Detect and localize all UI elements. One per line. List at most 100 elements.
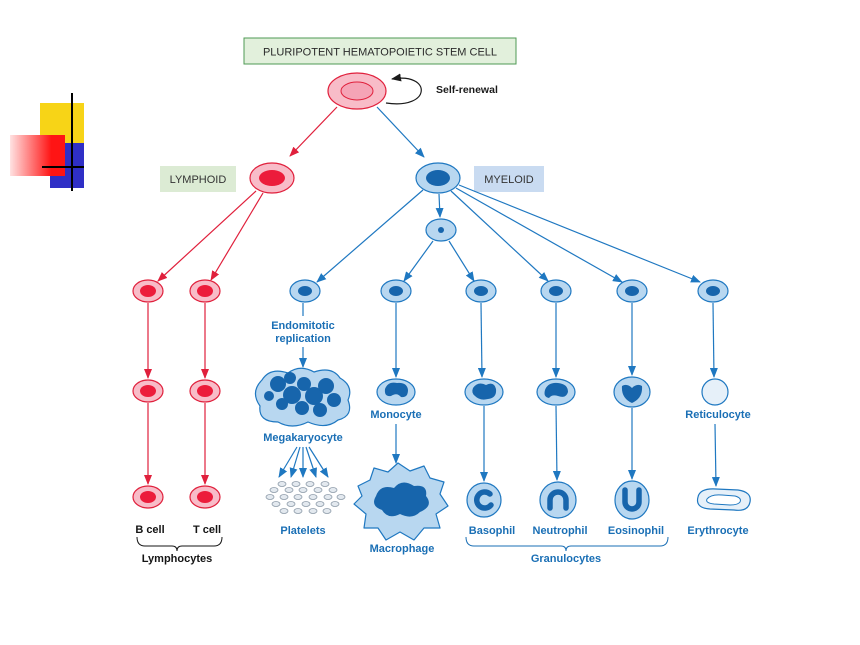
- eosinophil-label: Eosinophil: [608, 525, 664, 537]
- cell-nucleus: [298, 286, 312, 296]
- platelet: [328, 487, 338, 493]
- platelet: [291, 481, 301, 487]
- cell-nucleus: [197, 491, 213, 503]
- cell-nucleus: [472, 383, 497, 400]
- erythroid-precursor: [697, 279, 729, 303]
- eosinophil: [614, 480, 650, 520]
- reticulocyte: [701, 378, 729, 406]
- neutrophil-label: Neutrophil: [533, 525, 588, 537]
- nucleus-lobe: [283, 386, 301, 404]
- macrophage-nucleus: [374, 482, 429, 517]
- megakaryocyte-nucleus: [264, 372, 341, 417]
- arrow-platelet-1: [278, 446, 298, 478]
- basophil-label: Basophil: [469, 525, 515, 537]
- stem-cell: [327, 72, 387, 110]
- cell-body: [614, 480, 650, 520]
- platelet: [323, 494, 333, 500]
- lymphoid-label: LYMPHOID: [170, 174, 227, 186]
- nucleus-lobe: [313, 403, 327, 417]
- basophil-precursor: [465, 279, 497, 303]
- macrophage: [353, 462, 449, 541]
- t-cell-precursor-2: [189, 379, 221, 403]
- platelet: [322, 508, 332, 514]
- myeloid-box: [474, 166, 544, 192]
- cell-nucleus: [197, 285, 213, 297]
- platelet: [313, 487, 323, 493]
- cell-nucleus: [621, 384, 643, 403]
- arrow-platelet-4: [305, 446, 317, 478]
- lymphoid-label-box: LYMPHOID: [160, 166, 236, 192]
- erythrocyte-inner: [706, 494, 741, 506]
- cell-body: [539, 481, 577, 519]
- b-cell-precursor-2: [132, 379, 164, 403]
- cell-nucleus: [706, 286, 720, 296]
- nucleus-lobe: [295, 401, 309, 415]
- basophil-myelocyte: [464, 378, 504, 406]
- neutrophil-myelocyte: [536, 378, 576, 406]
- platelet: [277, 481, 287, 487]
- platelet: [286, 501, 296, 507]
- nucleus-lobe: [318, 378, 334, 394]
- lymphoid-box: [160, 166, 236, 192]
- slide-corner-decoration: [10, 93, 84, 191]
- arrow-to-basophil-myelocyte: [477, 302, 486, 378]
- t-cell: [189, 485, 221, 509]
- arrow-myeloid-to-intermediate: [435, 193, 444, 218]
- arrow-myeloid-to-megakaryoblast: [316, 189, 424, 283]
- endomitotic-label-line2: replication: [275, 333, 331, 345]
- platelet: [301, 501, 311, 507]
- nucleus-lobe: [297, 377, 311, 391]
- cell-nucleus: [625, 286, 639, 296]
- b-cell: [132, 485, 164, 509]
- cell-body: [466, 482, 502, 518]
- arrow-myeloid-to-neutrophil-precursor: [450, 190, 549, 282]
- arrow-lymphoid-to-b-cell: [157, 190, 257, 282]
- platelet: [269, 487, 279, 493]
- cell-nucleus: [426, 170, 450, 186]
- platelets-label: Platelets: [280, 525, 325, 537]
- basophil: [466, 482, 502, 518]
- granulocytes-bracket: [465, 536, 669, 552]
- lymphocytes-label: Lymphocytes: [142, 553, 213, 565]
- neutrophil-precursor: [540, 279, 572, 303]
- self-renewal-label: Self-renewal: [436, 84, 498, 96]
- endomitotic-label-line1: Endomitotic: [271, 320, 335, 332]
- arrow-stem-to-myeloid: [376, 106, 425, 158]
- eosinophil-myelocyte: [613, 376, 651, 408]
- platelet: [305, 481, 315, 487]
- platelet-release-arrows: [278, 446, 329, 478]
- intermediate-myeloid-cell: [425, 218, 457, 242]
- stem-cell-title-box: [243, 37, 517, 65]
- cell-nucleus: [474, 489, 494, 511]
- erythrocyte-label: Erythrocyte: [687, 525, 748, 537]
- platelet: [279, 508, 289, 514]
- b-cell-label: B cell: [135, 524, 164, 536]
- nucleus-lobe: [305, 387, 323, 405]
- arrow-platelet-2: [289, 446, 301, 478]
- nucleus-lobe: [276, 398, 288, 410]
- lymphoid-progenitor-cell: [249, 162, 295, 194]
- cell-nucleus: [389, 286, 403, 296]
- arrow-intermediate-to-basophil-precursor: [448, 240, 475, 282]
- platelet: [271, 501, 281, 507]
- granulocytes-label: Granulocytes: [531, 553, 601, 565]
- neutrophil: [539, 481, 577, 519]
- megakaryoblast: [289, 279, 321, 303]
- platelet: [315, 501, 325, 507]
- platelet: [293, 494, 303, 500]
- cell-nucleus: [140, 491, 156, 503]
- lymphocytes-bracket: [136, 536, 223, 552]
- cell-nucleus: [549, 286, 563, 296]
- platelet: [265, 494, 275, 500]
- b-cell-precursor-1: [132, 279, 164, 303]
- cell-nucleus: [259, 170, 285, 186]
- eosinophil-precursor: [616, 279, 648, 303]
- arrow-lymphoid-to-t-cell: [210, 192, 264, 281]
- megakaryocyte-label: Megakaryocyte: [263, 432, 343, 444]
- cell-nucleus: [384, 382, 408, 398]
- nucleus-lobe: [264, 391, 274, 401]
- arrow-to-neutrophil: [552, 405, 561, 481]
- platelet: [279, 494, 289, 500]
- myeloid-progenitor-cell: [415, 162, 461, 194]
